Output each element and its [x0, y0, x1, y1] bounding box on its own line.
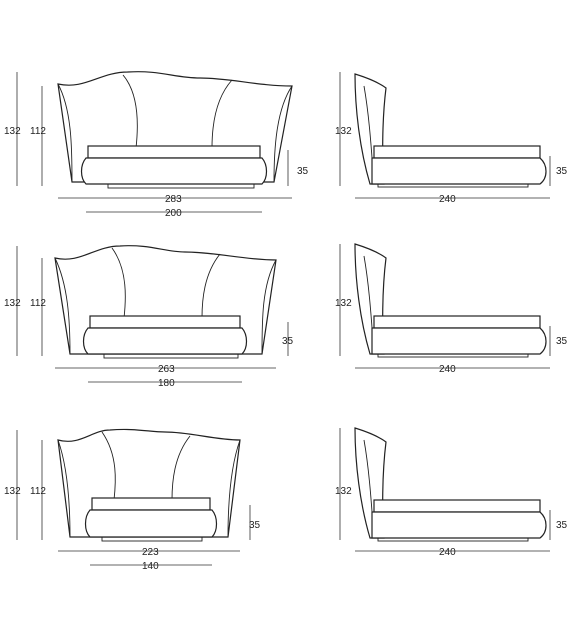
row-1: 132 112 35 283 200 132 35 240 — [4, 71, 568, 219]
front-outer-width: 263 — [158, 364, 175, 375]
front-inner-width: 200 — [165, 208, 182, 219]
front-side-height: 35 — [297, 166, 309, 177]
side-bed-height: 35 — [556, 336, 568, 347]
side-view-small: 132 35 240 — [335, 427, 568, 558]
side-height: 132 — [335, 486, 352, 497]
side-view-medium: 132 35 240 — [335, 243, 568, 375]
side-height: 132 — [335, 126, 352, 137]
side-bed-height: 35 — [556, 166, 568, 177]
front-back-height: 112 — [30, 486, 46, 497]
front-back-height: 112 — [30, 126, 46, 137]
side-length: 240 — [439, 194, 456, 205]
row-2: 132 112 35 263 180 132 35 240 — [4, 243, 568, 389]
front-side-height: 35 — [249, 520, 261, 531]
side-length: 240 — [439, 547, 456, 558]
front-inner-width: 140 — [142, 561, 159, 572]
front-back-height: 112 — [30, 298, 46, 309]
front-total-height: 132 — [4, 486, 21, 497]
front-view-medium: 132 112 35 263 180 — [4, 245, 294, 389]
front-total-height: 132 — [4, 126, 21, 137]
side-view-large: 132 35 240 — [335, 72, 568, 205]
side-height: 132 — [335, 298, 352, 309]
front-inner-width: 180 — [158, 378, 175, 389]
row-3: 132 112 35 223 140 132 35 240 — [4, 427, 568, 572]
front-outer-width: 223 — [142, 547, 159, 558]
front-view-large: 132 112 35 283 200 — [4, 71, 309, 219]
front-total-height: 132 — [4, 298, 21, 309]
front-outer-width: 283 — [165, 194, 182, 205]
front-view-small: 132 112 35 223 140 — [4, 428, 261, 572]
side-length: 240 — [439, 364, 456, 375]
front-side-height: 35 — [282, 336, 294, 347]
side-bed-height: 35 — [556, 520, 568, 531]
